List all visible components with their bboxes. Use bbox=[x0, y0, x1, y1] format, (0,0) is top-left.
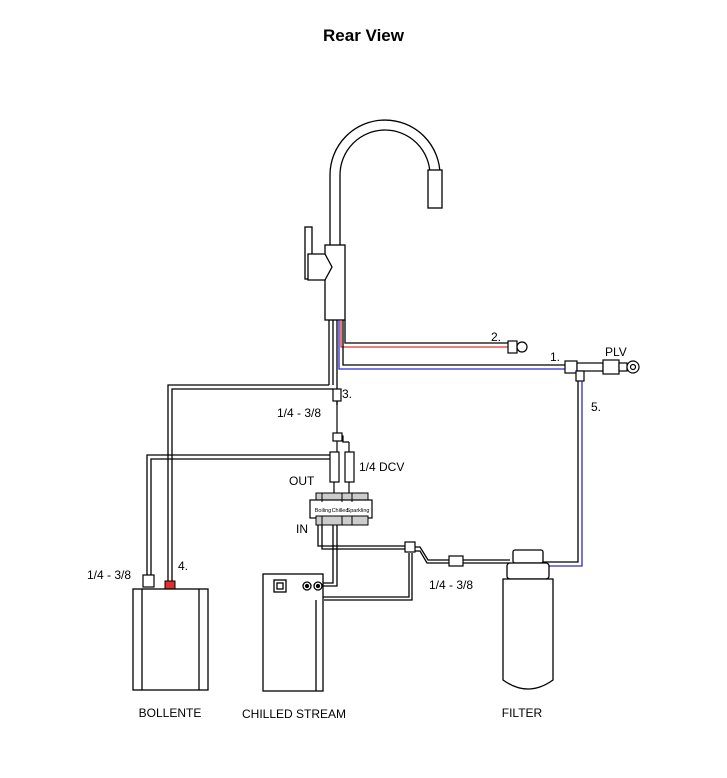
label-bollente: BOLLENTE bbox=[139, 706, 202, 720]
label-out: OUT bbox=[289, 474, 315, 488]
label-step-3: 3. bbox=[342, 387, 352, 401]
label-size-filter: 1/4 - 3/8 bbox=[429, 578, 473, 592]
bollente-tank bbox=[132, 588, 209, 691]
bollente-fitting bbox=[142, 574, 155, 588]
manifold: Boiling Chilled Sparkling bbox=[309, 492, 373, 526]
filter-inlet-fitting bbox=[448, 555, 464, 567]
tee-fitting bbox=[404, 541, 416, 553]
label-step-5: 5. bbox=[591, 400, 601, 414]
label-dcv: 1/4 DCV bbox=[359, 460, 404, 474]
dcv-assembly bbox=[329, 388, 355, 493]
faucet bbox=[304, 119, 443, 321]
label-step-2: 2. bbox=[491, 330, 501, 344]
label-step-1: 1. bbox=[550, 350, 560, 364]
label-plv: PLV bbox=[605, 345, 627, 359]
hot-hose bbox=[340, 320, 508, 348]
connector-2 bbox=[507, 340, 528, 354]
manifold-label-sparkling: Sparkling bbox=[347, 508, 370, 514]
label-size-left: 1/4 - 3/8 bbox=[87, 568, 131, 582]
manifold-label-chilled: Chilled bbox=[332, 508, 349, 514]
label-step-4: 4. bbox=[178, 559, 188, 573]
faucet-body bbox=[324, 244, 346, 321]
labels: 2. 1. PLV 5. 3. 1/4 - 3/8 1/4 DCV OUT IN… bbox=[87, 330, 627, 721]
diagram-title: Rear View bbox=[323, 26, 404, 45]
faucet-spout-tip bbox=[427, 169, 443, 209]
label-filter: FILTER bbox=[502, 706, 543, 720]
label-chilled-stream: CHILLED STREAM bbox=[242, 707, 346, 721]
faucet-tails bbox=[328, 320, 565, 405]
manifold-label-boiling: Boiling bbox=[315, 508, 332, 514]
cold-hose bbox=[338, 320, 565, 370]
faucet-spout bbox=[329, 119, 441, 256]
plv-valve bbox=[564, 359, 640, 382]
label-size-top: 1/4 - 3/8 bbox=[277, 406, 321, 420]
label-in: IN bbox=[296, 522, 308, 536]
line-5 bbox=[543, 381, 583, 567]
inlet-hoses bbox=[317, 525, 510, 601]
filter-unit bbox=[502, 549, 554, 690]
bollente-hoses bbox=[146, 384, 333, 582]
chilled-stream-unit bbox=[262, 573, 324, 692]
